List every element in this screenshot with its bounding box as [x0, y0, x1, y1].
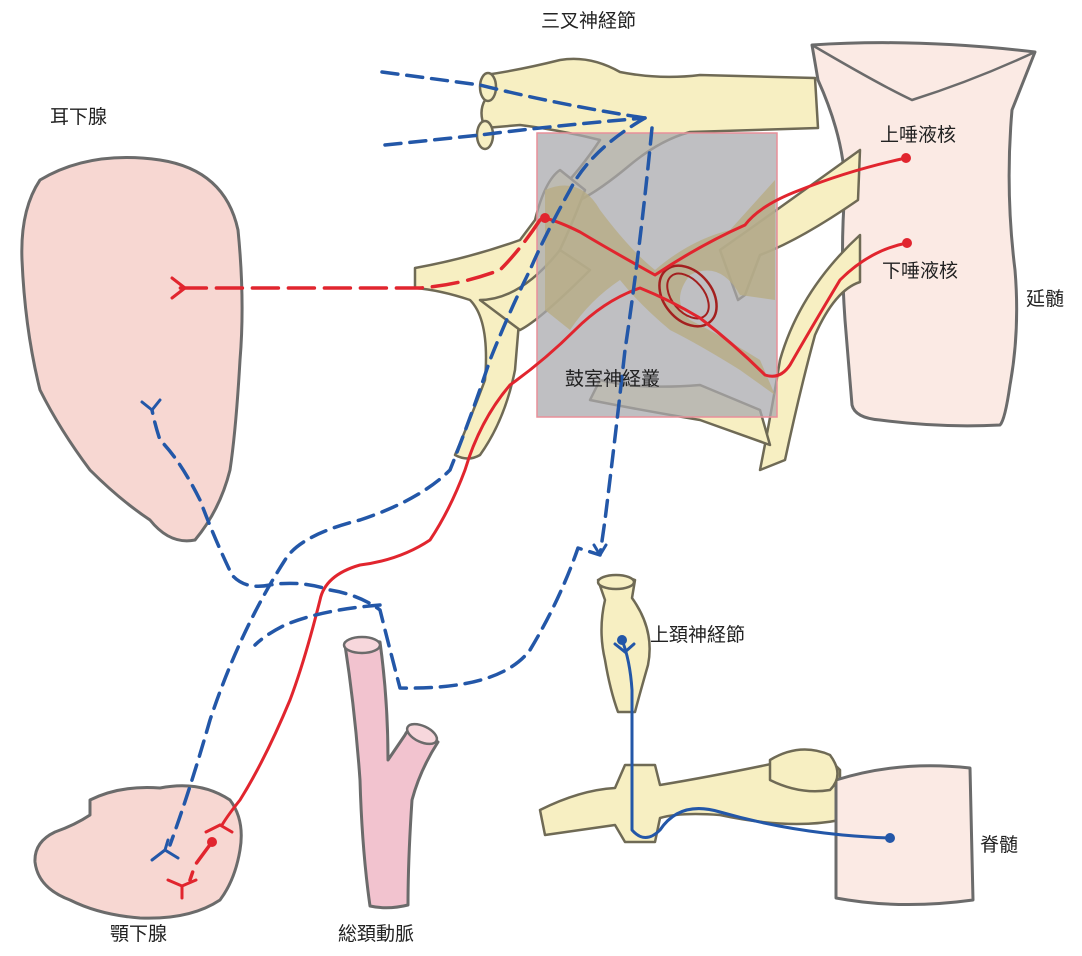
common-carotid-artery	[345, 641, 438, 908]
inferior-salivatory-nucleus-dot	[902, 238, 912, 248]
carotid-top-opening	[344, 637, 380, 653]
parotid-gland	[22, 158, 242, 541]
submandibular-red-dot	[207, 837, 217, 847]
label-parotid-gland: 耳下腺	[50, 108, 107, 127]
label-submandibular-gland: 顎下腺	[110, 925, 167, 944]
label-superior-salivatory-nucleus: 上唾液核	[880, 126, 956, 145]
ganglion-top-end	[598, 575, 634, 589]
medulla-oblongata	[812, 43, 1035, 426]
label-tympanic-plexus: 鼓室神経叢	[565, 370, 660, 389]
label-superior-cervical-ganglion: 上頚神経節	[650, 626, 745, 645]
label-trigeminal-ganglion: 三叉神経節	[541, 12, 636, 31]
plexus-red-dot	[540, 213, 550, 223]
label-medulla-oblongata: 延髄	[1026, 290, 1064, 309]
superior-salivatory-nucleus-dot	[901, 153, 911, 163]
label-inferior-salivatory-nucleus: 下唾液核	[882, 262, 958, 281]
spinal-ganglion	[770, 750, 838, 792]
label-common-carotid-artery: 総頚動脈	[338, 925, 414, 944]
submandibular-gland	[35, 786, 241, 918]
spinal-cord-dot	[885, 833, 895, 843]
superior-cervical-ganglion-dot	[617, 635, 627, 645]
label-spinal-cord: 脊髄	[980, 836, 1018, 855]
